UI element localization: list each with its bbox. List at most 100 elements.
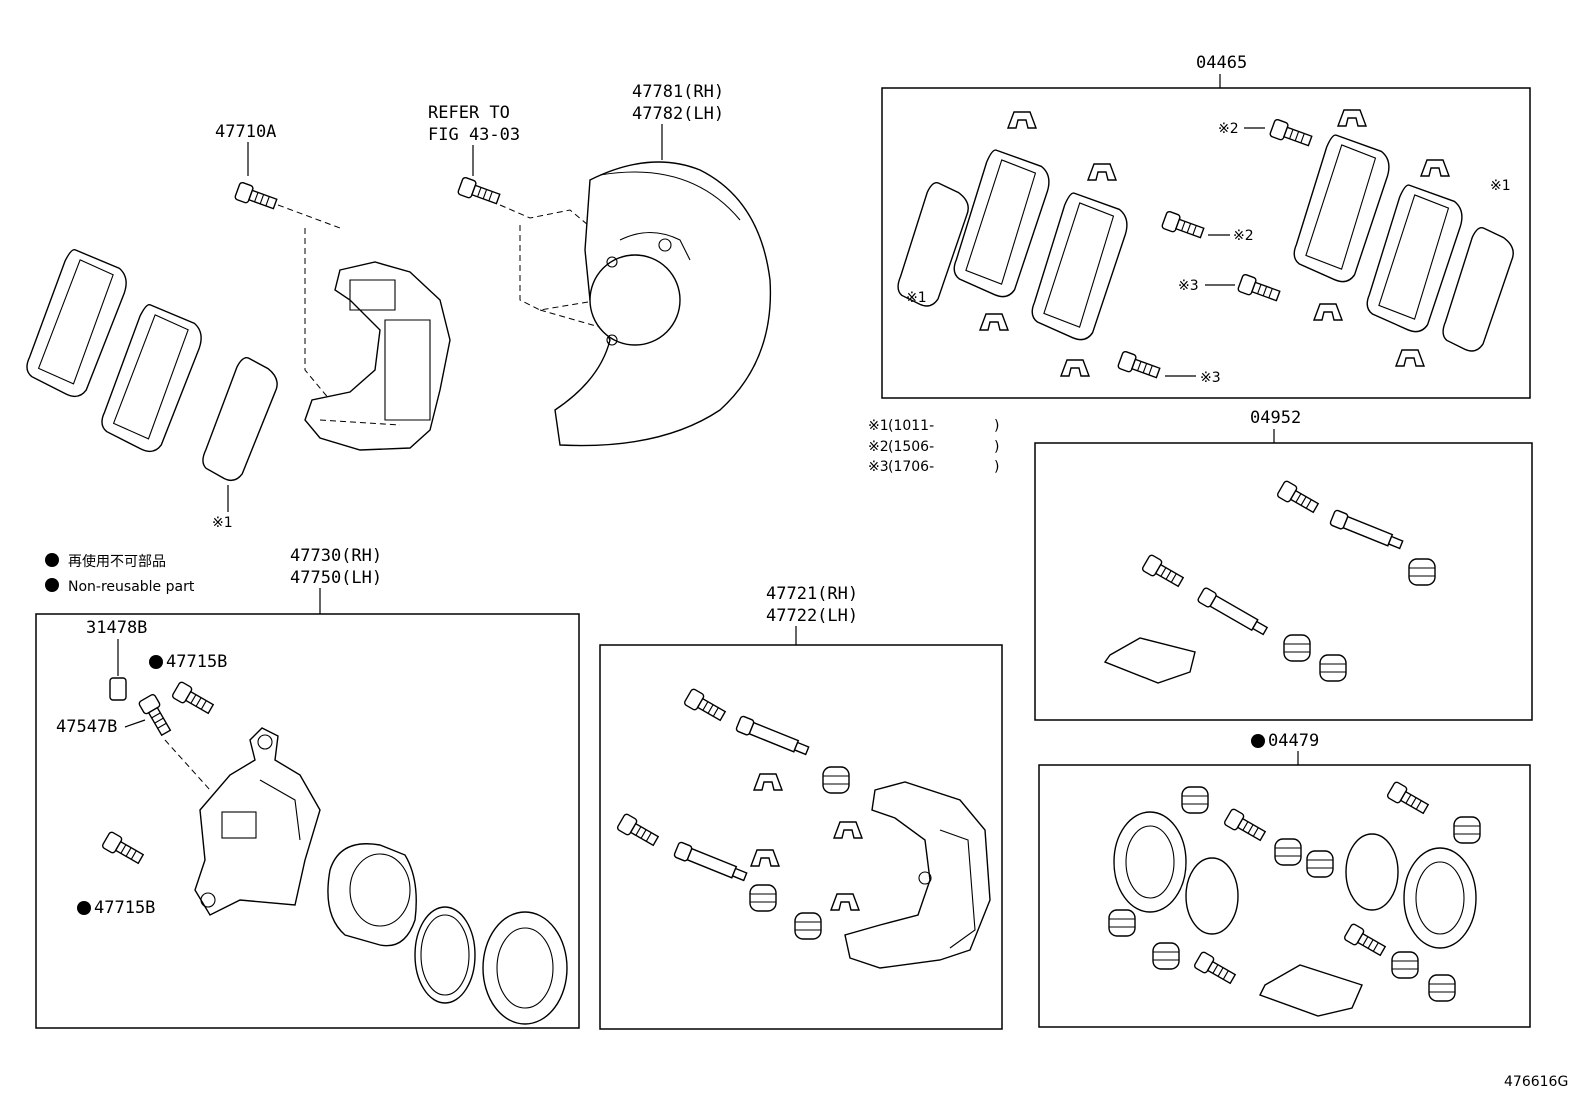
piston xyxy=(327,843,417,947)
brake-pad-left-inner xyxy=(96,300,209,458)
box-04465-pad-kit xyxy=(881,87,1531,399)
box-47730-caliper xyxy=(35,613,580,1029)
bolt-04465-mark2-b xyxy=(1160,210,1206,243)
bolt-04479-d xyxy=(1342,922,1388,960)
bolt-47721-b xyxy=(615,812,661,850)
leader-47547B xyxy=(124,719,146,728)
note-range-2: (1506- xyxy=(888,439,934,455)
boot-47721-a xyxy=(822,766,850,794)
legend-text-en: Non-reusable part xyxy=(68,579,195,595)
clip-04465-d xyxy=(1060,359,1090,377)
refer-to-text: REFER TO xyxy=(428,103,510,123)
bolt-04465-mark3-a xyxy=(1236,273,1282,306)
bolt-47721-a xyxy=(682,687,728,725)
bolt-04952-b xyxy=(1140,553,1186,591)
bush-04479-d xyxy=(1391,951,1419,979)
boot-47721-b xyxy=(794,912,822,940)
date-notes: ※1 (1011- ) ※2 (1506- ) ※3 (1706- ) xyxy=(868,418,999,475)
bolt-04479-c xyxy=(1192,950,1238,988)
part-number-47782: 47782(LH) xyxy=(632,104,724,124)
clip-04465-c xyxy=(979,313,1009,331)
bleeder-plug-47547B xyxy=(137,692,175,738)
mark-1-shim-b: ※1 xyxy=(1490,178,1511,194)
bolt-47710A xyxy=(233,181,279,214)
part-number-47730: 47730(RH) xyxy=(290,546,382,566)
mark-1-shim-a: ※1 xyxy=(906,290,927,306)
bleeder-cap-31478B xyxy=(109,677,127,701)
grease-packet-04952 xyxy=(1103,637,1196,684)
refer-fig-text: FIG 43-03 xyxy=(428,125,520,145)
part-number-47715B-b: 47715B xyxy=(94,898,155,918)
bolt-04952-a xyxy=(1275,479,1321,517)
bush-04479-b xyxy=(1306,850,1334,878)
clip-04465-e xyxy=(1337,109,1367,127)
clip-04465-a xyxy=(1007,111,1037,129)
clip-04465-f xyxy=(1420,159,1450,177)
figure-id: 476616G xyxy=(1504,1074,1568,1090)
legend: 再使用不可部品 Non-reusable part xyxy=(45,553,195,595)
piston-seal-04479-a xyxy=(1113,811,1187,913)
note-range-1: (1011- xyxy=(888,418,934,434)
part-number-47781: 47781(RH) xyxy=(632,82,724,102)
legend-dot-en xyxy=(45,578,59,592)
anti-squeal-shim-left xyxy=(198,353,284,487)
note-range-3: (1706- xyxy=(888,459,934,475)
part-number-47721: 47721(RH) xyxy=(766,584,858,604)
note-close-3: ) xyxy=(994,459,999,475)
part-number-47710A: 47710A xyxy=(215,122,276,142)
part-number-47547B: 47547B xyxy=(56,717,117,737)
bolt-04479-a xyxy=(1222,807,1268,845)
part-number-47722: 47722(LH) xyxy=(766,606,858,626)
clip-04465-h xyxy=(1395,349,1425,367)
slide-pin-47721-b xyxy=(672,840,749,885)
clip-47721-c xyxy=(750,849,780,867)
mark-3-bolt-a: ※3 xyxy=(1178,278,1199,294)
note-close-1: ) xyxy=(994,418,999,434)
boot-04479-d xyxy=(1428,974,1456,1002)
clip-47721-d xyxy=(830,893,860,911)
mark-2-bolt-a: ※2 xyxy=(1218,121,1239,137)
piston-dust-boot xyxy=(482,911,568,1025)
dashed-guide-bracket xyxy=(277,204,341,401)
clip-04465-g xyxy=(1313,303,1343,321)
part-number-04465: 04465 xyxy=(1196,53,1247,73)
bolt-47715B-b xyxy=(100,830,146,868)
caliper-mounting-bracket xyxy=(844,781,991,969)
note-mark-2: ※2 xyxy=(868,439,889,455)
bolt-47715B-a xyxy=(170,680,216,718)
label-47710A: 47710A xyxy=(215,122,276,142)
note-mark-3: ※3 xyxy=(868,459,889,475)
mounting-bracket xyxy=(304,261,451,451)
part-number-04479: 04479 xyxy=(1268,731,1319,751)
box-04479-cylinder-kit xyxy=(1038,764,1531,1028)
caliper-cylinder xyxy=(194,727,321,916)
part-number-04952: 04952 xyxy=(1250,408,1301,428)
boot-04952-a xyxy=(1408,558,1436,586)
brake-pad-left-outer xyxy=(21,245,134,403)
bush-04952 xyxy=(1283,634,1311,662)
bush-04479-a xyxy=(1274,838,1302,866)
slide-pin-04952-a xyxy=(1328,508,1405,553)
clip-04465-b xyxy=(1087,163,1117,181)
part-number-31478B: 31478B xyxy=(86,618,147,638)
legend-dot-jp xyxy=(45,553,59,567)
clip-47721-a xyxy=(753,773,783,791)
piston-seal-ring xyxy=(414,906,476,1004)
pad-04465-a xyxy=(949,146,1055,302)
boot-04479-b xyxy=(1453,816,1481,844)
non-reusable-dot-04479 xyxy=(1251,734,1265,748)
mark-2-bolt-b: ※2 xyxy=(1233,228,1254,244)
dashed-guide-bleeder xyxy=(164,739,211,791)
bolt-04465-mark2-a xyxy=(1268,118,1314,151)
clip-47721-b xyxy=(833,821,863,839)
note-mark-1: ※1 xyxy=(868,418,889,434)
piston-seal-04479-b xyxy=(1403,847,1477,949)
box-04952-pin-kit xyxy=(1034,442,1533,721)
non-reusable-dot-47715B-a xyxy=(149,655,163,669)
legend-text-jp: 再使用不可部品 xyxy=(68,553,166,570)
mark-1-shim-left: ※1 xyxy=(212,515,233,531)
dust-cover xyxy=(554,161,772,447)
pad-04465-b xyxy=(1027,189,1133,345)
bolt-refer-fig xyxy=(456,176,502,209)
